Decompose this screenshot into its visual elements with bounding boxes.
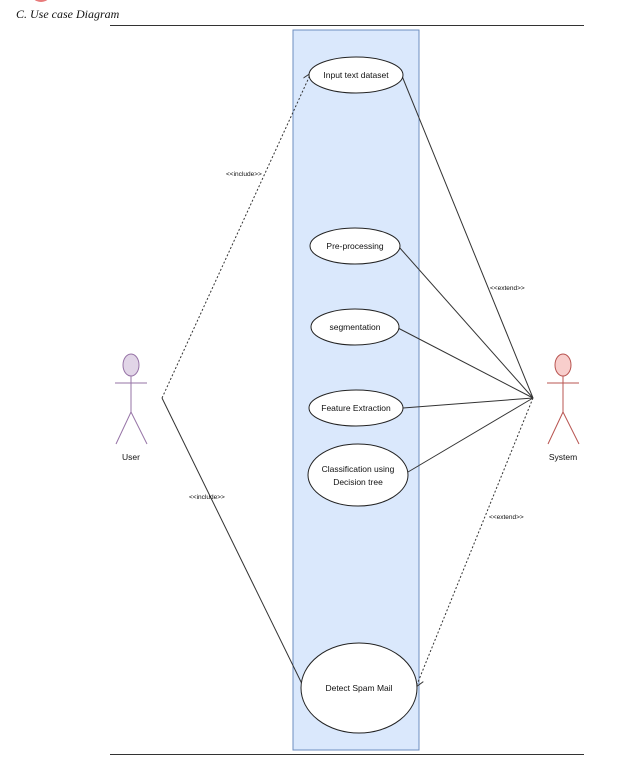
system-actor-label: System (549, 452, 577, 462)
association-line-system-feature (402, 397, 534, 409)
user-actor-label: User (122, 452, 140, 462)
extend-line-system-detect (416, 397, 534, 687)
system-actor (547, 353, 580, 445)
extend-label-system-detect: <<extend>> (489, 514, 524, 521)
use-case-classification (307, 443, 409, 507)
include-label-user-detect: <<include>> (189, 494, 225, 501)
extend-line-system-input (401, 75, 534, 399)
use-case-label: Feature Extraction (321, 403, 391, 413)
use-case-feature-extraction (308, 389, 404, 427)
use-case-segmentation (310, 308, 400, 346)
extend-label-system-input: <<extend>> (490, 285, 525, 292)
system-actor-left-leg (547, 411, 564, 445)
use-case-label: Pre-processing (326, 241, 383, 251)
use-case-label: Classification using (322, 464, 395, 474)
use-case-input-text-dataset (308, 56, 404, 94)
user-actor-left-leg (115, 411, 132, 445)
user-actor (115, 353, 148, 445)
include-line-user-detect (161, 397, 305, 689)
user-actor-right-leg (130, 411, 148, 445)
association-line-system-segmentation (397, 327, 534, 399)
system-actor-head (554, 353, 572, 377)
logo-fragment (30, 0, 52, 2)
use-case-label: Detect Spam Mail (325, 683, 392, 693)
section-heading: C. Use case Diagram (16, 7, 120, 21)
use-case-pre-processing (309, 227, 401, 265)
association-line-system-classification (407, 397, 534, 473)
use-case-label: Input text dataset (323, 70, 389, 80)
association-line-system-preprocessing (398, 246, 534, 399)
use-case-detect-spam-mail (300, 642, 418, 734)
use-case-label: Decision tree (333, 477, 383, 487)
include-label-user-input: <<include>> (226, 171, 262, 178)
top-rule (110, 25, 584, 26)
user-actor-head (122, 353, 140, 377)
bottom-rule (110, 754, 584, 755)
use-case-label: segmentation (329, 322, 380, 332)
system-actor-right-leg (562, 411, 580, 445)
include-line-user-input (161, 73, 311, 399)
